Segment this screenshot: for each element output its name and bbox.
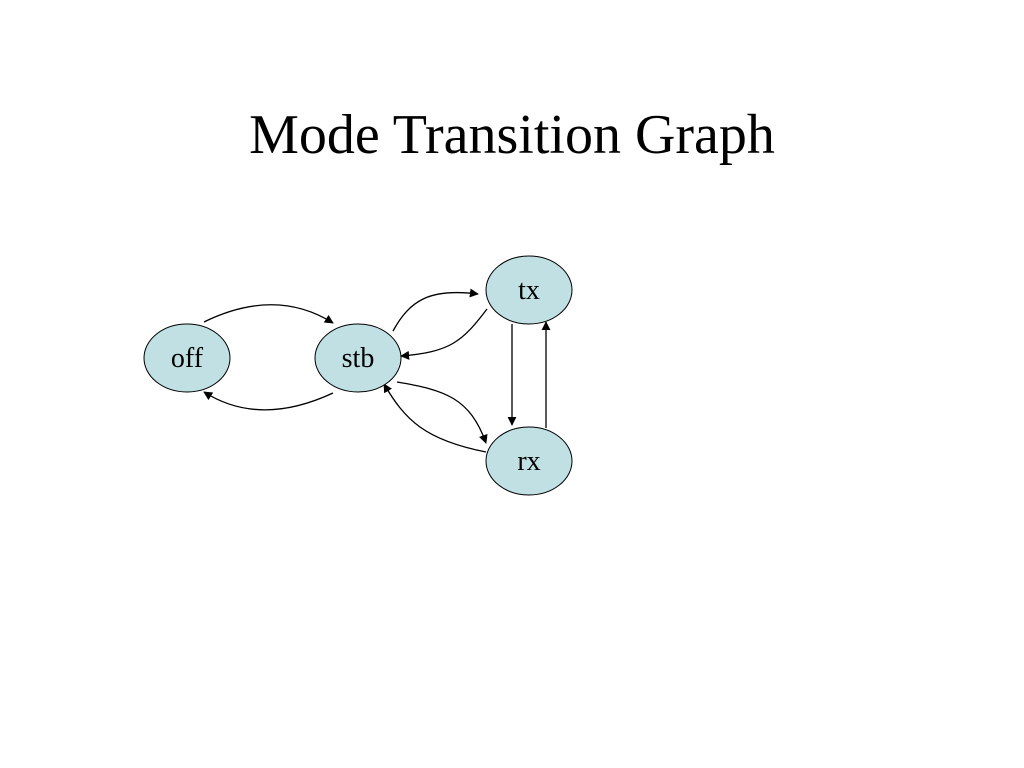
node-tx: tx (485, 255, 573, 325)
node-rx-ellipse (485, 426, 573, 496)
node-tx-label: tx (518, 275, 540, 306)
edge-stb-to-off (203, 391, 334, 411)
edge-rx-to-stb (383, 383, 487, 453)
node-off-ellipse (143, 323, 231, 393)
node-stb: stb (314, 323, 402, 393)
node-tx-ellipse (485, 255, 573, 325)
slide-title: Mode Transition Graph (249, 104, 775, 166)
edge-stb-to-tx (392, 288, 479, 332)
node-off: off (143, 323, 231, 393)
node-rx: rx (485, 426, 573, 496)
edge-tx-to-stb (400, 308, 488, 360)
edge-off-to-stb (203, 304, 334, 324)
node-stb-ellipse (314, 323, 402, 393)
node-stb-label: stb (342, 343, 375, 374)
node-off-label: off (171, 343, 204, 374)
node-rx-label: rx (517, 446, 540, 477)
edge-stb-to-rx (396, 381, 488, 444)
